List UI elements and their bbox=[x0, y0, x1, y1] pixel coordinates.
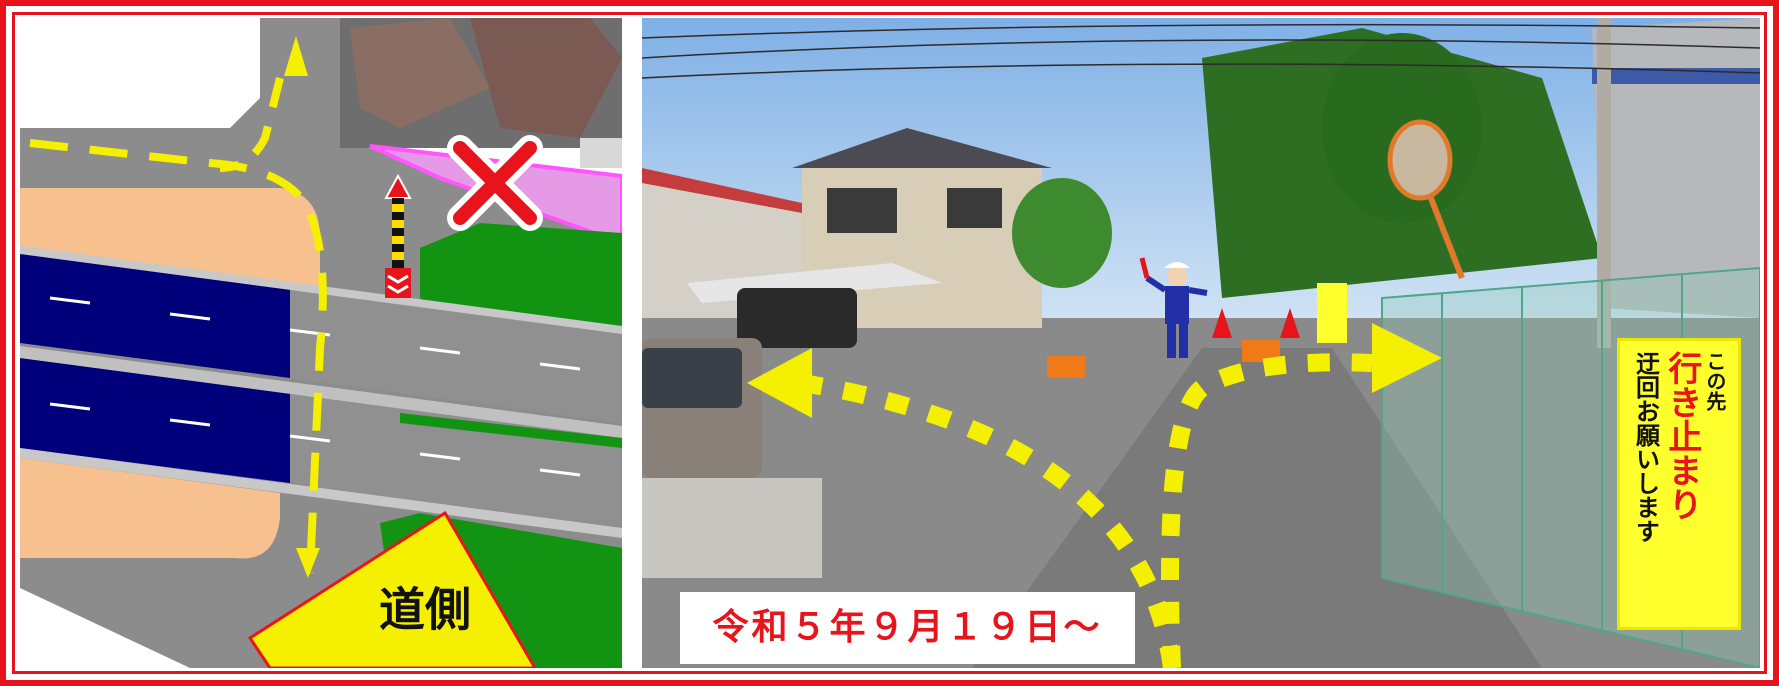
lane-upper bbox=[20, 253, 290, 378]
big-arrow-right-icon bbox=[1372, 323, 1442, 393]
barrier-2 bbox=[20, 448, 622, 538]
sign-line-detour-request: 迂回お願いします bbox=[1631, 351, 1660, 543]
median-barrier bbox=[20, 346, 622, 438]
arrow-up-icon bbox=[284, 36, 308, 76]
route-dashed-north bbox=[219, 77, 284, 172]
map-drawing bbox=[20, 18, 622, 668]
lane-lower bbox=[20, 358, 290, 483]
sign-line-dead-end: 行き止まり bbox=[1661, 351, 1702, 521]
street-photo bbox=[642, 18, 1760, 668]
traffic-cone-1 bbox=[1212, 308, 1232, 338]
arrow-right-orange-icon bbox=[1242, 340, 1280, 362]
house-roof-2 bbox=[470, 18, 622, 138]
traffic-guard-figure bbox=[1139, 257, 1208, 358]
house-window-2 bbox=[947, 188, 1002, 228]
striped-post-icon bbox=[384, 173, 412, 298]
sidewalk-upper bbox=[20, 188, 320, 303]
side-road-arrow bbox=[247, 510, 537, 668]
lane-markings bbox=[49, 296, 581, 477]
sidewalk-lower bbox=[20, 458, 280, 559]
car-window bbox=[642, 348, 742, 408]
arrow-down-icon bbox=[296, 548, 320, 578]
street-scene bbox=[642, 18, 1760, 668]
sign-line-ahead: この先 bbox=[1702, 351, 1727, 411]
road-schematic-map: 側道 bbox=[20, 18, 622, 668]
warehouse-roof bbox=[642, 168, 802, 213]
road-center bbox=[972, 348, 1542, 668]
house-roof-1 bbox=[350, 18, 490, 128]
utility-pole bbox=[1597, 18, 1611, 348]
red-x-icon bbox=[447, 135, 543, 231]
tree-1 bbox=[1012, 178, 1112, 288]
small-detour-sign bbox=[1317, 283, 1347, 343]
detour-notice-sign: この先 行き止まり 迂回お願いします bbox=[1617, 338, 1741, 630]
route-dashed-line bbox=[29, 139, 327, 574]
blank-area bbox=[20, 18, 230, 118]
arrow-left-orange-icon bbox=[1047, 356, 1085, 378]
dark-car bbox=[737, 288, 857, 348]
dotted-route-right bbox=[1161, 353, 1373, 668]
big-arrow-left-icon bbox=[747, 348, 812, 418]
concrete-wall bbox=[642, 478, 822, 578]
dotted-route-left bbox=[800, 374, 1181, 668]
traffic-cone-2 bbox=[1280, 308, 1300, 338]
parked-car bbox=[580, 138, 622, 168]
inner-red-frame bbox=[12, 12, 1767, 674]
side-road-label: 側道 bbox=[372, 585, 472, 631]
traffic-mirror-icon bbox=[1387, 119, 1465, 280]
house-window-1 bbox=[827, 188, 897, 233]
house-roof bbox=[792, 128, 1052, 168]
power-lines bbox=[642, 23, 1760, 79]
start-date-label: 令和５年９月１９日～ bbox=[680, 592, 1135, 664]
station-building bbox=[1592, 18, 1760, 318]
median-green bbox=[400, 413, 622, 448]
